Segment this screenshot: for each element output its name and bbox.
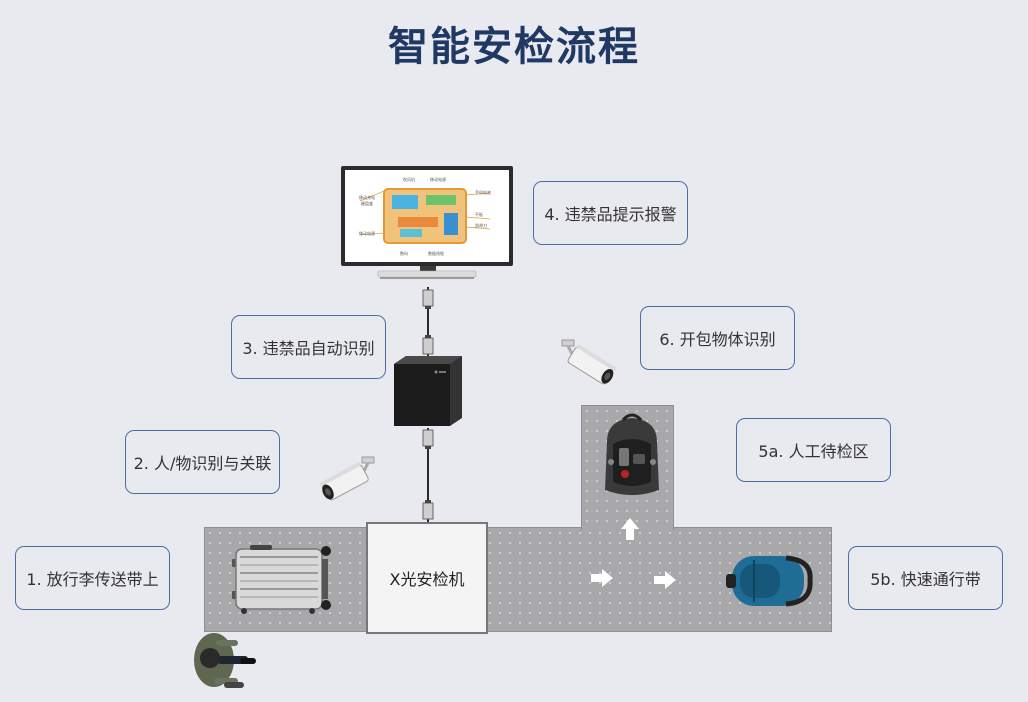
step-4-label: 4. 违禁品提示报警: [544, 205, 677, 224]
arrow-right-icon: [654, 571, 676, 589]
step-5a-box: 5a. 人工待检区: [736, 418, 891, 482]
monitor-label: 移动充电: [359, 194, 375, 200]
monitor-label: 硬盘盒: [361, 200, 373, 206]
server-icon: [394, 356, 462, 426]
step-3-label: 3. 违禁品自动识别: [242, 339, 375, 358]
monitor-label: 数据线缆: [428, 250, 444, 256]
step-3-box: 3. 违禁品自动识别: [231, 315, 386, 379]
monitor-label: 手机电池: [475, 189, 491, 195]
xray-machine-label: X光安检机: [389, 570, 465, 589]
step-6-box: 6. 开包物体识别: [640, 306, 795, 370]
step-5a-label: 5a. 人工待检区: [758, 442, 869, 461]
page-title: 智能安检流程: [388, 24, 640, 70]
xray-machine: X光安检机: [366, 522, 488, 634]
step-1-label: 1. 放行李传送带上: [26, 570, 159, 589]
step-5b-box: 5b. 快速通行带: [848, 546, 1003, 610]
step-4-box: 4. 违禁品提示报警: [533, 181, 688, 245]
cable-monitor-server: [422, 287, 434, 357]
camera-icon: [561, 339, 617, 385]
step-2-label: 2. 人/物识别与关联: [133, 454, 272, 473]
step-6-label: 6. 开包物体识别: [659, 330, 776, 349]
step-2-box: 2. 人/物识别与关联: [125, 430, 280, 494]
monitor-label: 刮胡刀: [475, 222, 487, 228]
step-5b-label: 5b. 快速通行带: [870, 570, 981, 589]
person-icon: [194, 633, 256, 688]
cable-server-machine: [422, 428, 434, 522]
monitor-label: 数码: [400, 250, 408, 256]
step-1-box: 1. 放行李传送带上: [15, 546, 170, 610]
monitor-label: 吹风机: [403, 176, 415, 182]
camera-icon: [319, 456, 375, 501]
monitor-label: 平板: [475, 211, 483, 217]
monitor-icon: 吹风机 移动电源 手机电池 移动充电 硬盘盒 平板 刮胡刀 移动电源 数码 数据…: [341, 166, 513, 279]
arrow-right-icon: [591, 569, 613, 587]
monitor-label: 移动电源: [430, 176, 446, 182]
monitor-label: 移动电源: [359, 230, 375, 236]
bag-icon: [605, 413, 659, 495]
backpack-icon: [726, 555, 813, 607]
suitcase-icon: [232, 545, 331, 614]
arrow-up-icon: [621, 518, 639, 540]
